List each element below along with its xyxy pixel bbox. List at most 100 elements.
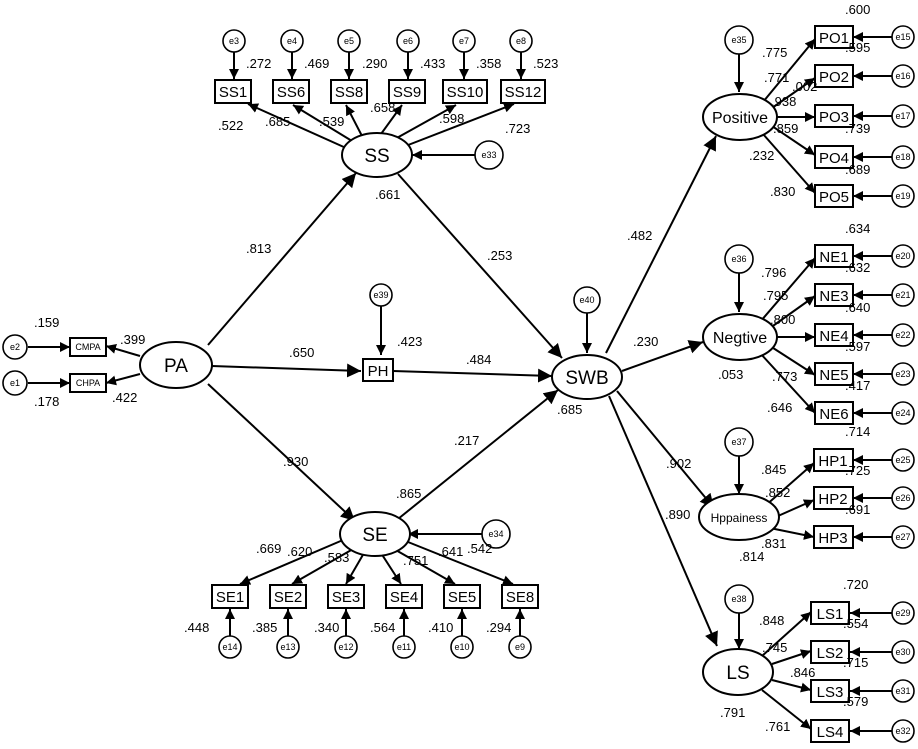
path-swb-ls	[608, 395, 718, 647]
err-e21: e21	[895, 290, 910, 300]
load-ne5: .773	[772, 369, 797, 384]
load-se2: .620	[287, 544, 312, 559]
r2-po4: .739	[845, 121, 870, 136]
load-ls1: .848	[759, 613, 784, 628]
coef-se-swb: .217	[454, 433, 479, 448]
latent-negtive	[702, 313, 778, 361]
r2-ls1: .720	[843, 577, 868, 592]
load-se8: .542	[467, 541, 492, 556]
obs-po1-label: PO1	[819, 30, 849, 47]
err-e4: e4	[287, 36, 297, 46]
obs-ss8-label: SS8	[335, 84, 363, 101]
err-e9: e9	[515, 642, 525, 652]
load-po1: .775	[762, 45, 787, 60]
err-e35: e35	[731, 35, 746, 45]
load-se1: .669	[256, 541, 281, 556]
r2-ss12: .523	[533, 56, 558, 71]
err-e12: e12	[338, 642, 353, 652]
obs-ne5-box	[814, 362, 854, 386]
err-e13: e13	[280, 642, 295, 652]
err-e36: e36	[731, 254, 746, 264]
obs-chpa-box	[69, 373, 107, 393]
obs-ss12-box	[500, 79, 546, 104]
load-ne4: .800	[770, 312, 795, 327]
r2-ph: .423	[397, 334, 422, 349]
err-e29: e29	[895, 608, 910, 618]
coef-swb-negtive: .230	[633, 334, 658, 349]
obs-po1-box	[814, 25, 854, 49]
path-pa-se	[207, 383, 356, 522]
load-ss9: .658	[370, 100, 395, 115]
latent-negtive-label: Negtive	[713, 330, 767, 347]
err-e10: e10	[454, 642, 469, 652]
latent-swb	[551, 354, 623, 400]
r2-ne6: .417	[845, 378, 870, 393]
r2-hp1: .714	[845, 424, 870, 439]
obs-ne3-box	[814, 283, 854, 307]
latent-ss	[341, 132, 413, 178]
load-se5: .641	[438, 544, 463, 559]
obs-ss6-label: SS6	[277, 84, 305, 101]
obs-ss9-box	[388, 79, 426, 104]
err-e2: e2	[10, 342, 20, 352]
latent-ls	[702, 648, 774, 696]
obs-chpa-label: CHPA	[76, 378, 100, 388]
obs-ls4-box	[810, 719, 850, 743]
load-po2: .771	[764, 70, 789, 85]
err-e34: e34	[488, 529, 503, 539]
obs-ph-box	[362, 358, 394, 382]
obs-ne4-label: NE4	[819, 328, 848, 345]
obs-po4-box	[814, 145, 854, 169]
r2-ne4: .640	[845, 300, 870, 315]
r2-se3: .340	[314, 620, 339, 635]
r2-ss1: .272	[246, 56, 271, 71]
latent-positive	[702, 93, 778, 141]
err-e6: e6	[403, 36, 413, 46]
obs-ss8-box	[330, 79, 368, 104]
obs-ss12-label: SS12	[505, 84, 542, 101]
latent-happiness	[698, 493, 780, 541]
load-ss6: .685	[265, 114, 290, 129]
err-e19: e19	[895, 191, 910, 201]
obs-se2-label: SE2	[274, 589, 302, 606]
r2-se: .865	[396, 486, 421, 501]
obs-po5-label: PO5	[819, 189, 849, 206]
latent-swb-label: SWB	[565, 368, 608, 389]
r2-ss6: .469	[304, 56, 329, 71]
obs-ne5-label: NE5	[819, 367, 848, 384]
r2-chpa: .178	[34, 394, 59, 409]
r2-se8: .294	[486, 620, 511, 635]
obs-ss1-box	[214, 79, 252, 104]
obs-cmpa-box	[69, 337, 107, 357]
obs-po3-box	[814, 104, 854, 128]
obs-se5-box	[443, 584, 481, 609]
obs-hp2-label: HP2	[818, 491, 847, 508]
obs-po5-box	[814, 184, 854, 208]
obs-ls2-label: LS2	[817, 645, 844, 662]
obs-hp2-box	[813, 486, 854, 510]
r2-po1: .600	[845, 2, 870, 17]
coef-swb-positive: .482	[627, 228, 652, 243]
coef-swb-happiness: .902	[666, 456, 691, 471]
err-e27: e27	[895, 532, 910, 542]
err-e39: e39	[373, 290, 388, 300]
err-e37: e37	[731, 437, 746, 447]
load-hp1: .845	[761, 462, 786, 477]
err-e31: e31	[895, 686, 910, 696]
load-ls4: .761	[765, 719, 790, 734]
r2-se1: .448	[184, 620, 209, 635]
err-e38: e38	[731, 594, 746, 604]
r2-se4: .564	[370, 620, 395, 635]
err-e11: e11	[397, 642, 411, 652]
r2-se5: .410	[428, 620, 453, 635]
latent-pa	[139, 341, 213, 389]
err-e8: e8	[516, 36, 526, 46]
obs-po2-box	[814, 64, 854, 88]
r2-ss9: .433	[420, 56, 445, 71]
r2-ne5: .597	[845, 339, 870, 354]
obs-ls2-box	[810, 640, 850, 664]
obs-se4-label: SE4	[390, 589, 418, 606]
obs-se3-label: SE3	[332, 589, 360, 606]
latent-ls-label: LS	[726, 663, 749, 684]
